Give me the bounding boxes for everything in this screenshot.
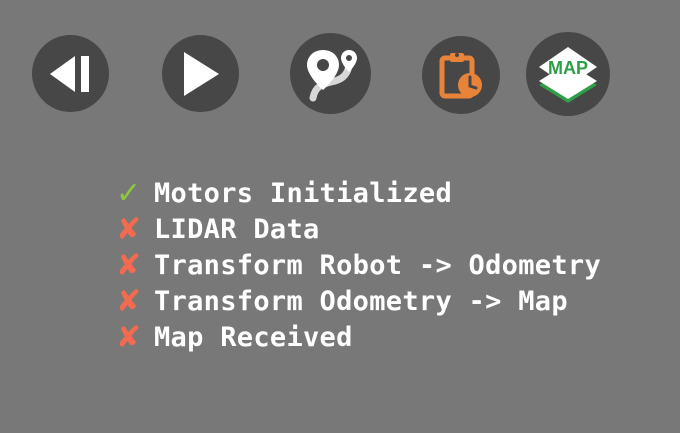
cross-icon: ✘ <box>116 320 142 355</box>
cross-icon: ✘ <box>116 284 142 319</box>
status-item-robot-odometry: ✘ Transform Robot -> Odometry <box>116 248 601 284</box>
status-item-motors: ✓ Motors Initialized <box>116 176 601 212</box>
check-icon: ✓ <box>116 176 142 211</box>
status-item-map-received: ✘ Map Received <box>116 320 601 356</box>
play-icon <box>183 51 219 96</box>
history-button[interactable] <box>422 36 500 114</box>
skip-back-button[interactable] <box>32 35 109 112</box>
cross-icon: ✘ <box>116 212 142 247</box>
svg-text:MAP: MAP <box>548 58 588 78</box>
status-checklist: ✓ Motors Initialized ✘ LIDAR Data ✘ Tran… <box>116 176 601 356</box>
map-layer-icon: MAP <box>539 47 597 103</box>
map-button[interactable]: MAP <box>526 32 610 116</box>
status-label: Map Received <box>154 322 353 353</box>
map-pins-icon <box>306 49 357 101</box>
cross-icon: ✘ <box>116 248 142 283</box>
waypoints-button[interactable] <box>290 33 371 114</box>
clipboard-clock-icon <box>439 53 482 99</box>
status-label: LIDAR Data <box>154 214 320 245</box>
status-label: Motors Initialized <box>154 178 452 209</box>
play-button[interactable] <box>162 35 239 112</box>
status-item-odometry-map: ✘ Transform Odometry -> Map <box>116 284 601 320</box>
status-label: Transform Odometry -> Map <box>154 286 568 317</box>
skip-back-icon <box>49 55 89 92</box>
status-label: Transform Robot -> Odometry <box>154 250 601 281</box>
status-item-lidar: ✘ LIDAR Data <box>116 212 601 248</box>
